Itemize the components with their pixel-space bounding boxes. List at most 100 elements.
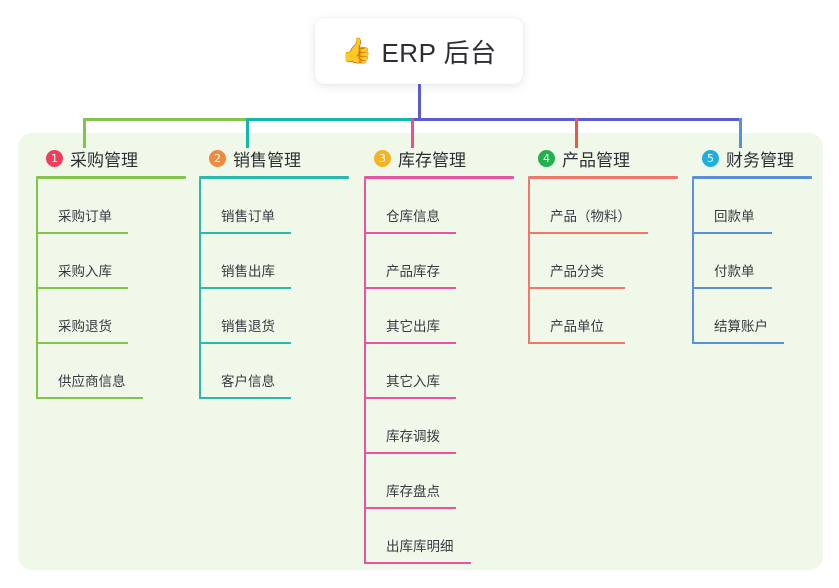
branch-drop-5 <box>739 118 742 148</box>
branch-item-label: 产品单位 <box>550 319 604 334</box>
branch-item-underline <box>36 287 128 289</box>
branch-title: 采购管理 <box>70 150 138 170</box>
branch-number-badge: 3 <box>374 149 391 167</box>
branch-spine <box>364 179 366 564</box>
trunk-segment-2 <box>246 118 414 121</box>
branch-item[interactable]: 产品单位 <box>528 289 678 344</box>
branch-item-label: 采购入库 <box>58 264 112 279</box>
branch-item-label: 库存调拨 <box>386 429 440 444</box>
branch-item-label: 销售订单 <box>221 209 275 224</box>
branch-item-underline <box>364 562 471 564</box>
branch-underline <box>36 176 186 179</box>
branch-item-label: 其它出库 <box>386 319 440 334</box>
branch-drop-3 <box>411 118 414 148</box>
branch-spine <box>528 179 530 344</box>
branch-drop-1 <box>83 118 86 148</box>
branch-item[interactable]: 其它出库 <box>364 289 514 344</box>
branch-item-underline <box>36 232 128 234</box>
branch-item[interactable]: 回款单 <box>692 179 812 234</box>
branch-number-badge: 1 <box>46 149 63 167</box>
branch-item-label: 回款单 <box>714 209 755 224</box>
branch-header-5[interactable]: 5 财务管理 <box>692 146 812 170</box>
branch-item-underline <box>692 232 772 234</box>
branch-spine <box>199 179 201 399</box>
branch-item[interactable]: 结算账户 <box>692 289 812 344</box>
branch-item-underline <box>364 397 456 399</box>
branch-spine <box>692 179 694 344</box>
branch-item-list: 销售订单销售出库销售退货客户信息 <box>199 179 349 399</box>
branch-item[interactable]: 供应商信息 <box>36 344 186 399</box>
root-node[interactable]: 👍 ERP 后台 <box>315 18 523 84</box>
branch-item-underline <box>199 287 291 289</box>
branch-item-underline <box>364 452 456 454</box>
branch-column-1: 1 采购管理采购订单采购入库采购退货供应商信息 <box>36 146 186 399</box>
branch-item[interactable]: 仓库信息 <box>364 179 514 234</box>
branch-item-underline <box>36 397 143 399</box>
branch-drop-2 <box>246 118 249 148</box>
branch-item-list: 回款单付款单结算账户 <box>692 179 812 344</box>
branch-item-list: 产品（物料） 产品分类产品单位 <box>528 179 678 344</box>
branch-title: 库存管理 <box>398 150 466 170</box>
branch-header-4[interactable]: 4 产品管理 <box>528 146 678 170</box>
trunk-segment-1 <box>83 118 249 121</box>
branch-item[interactable]: 销售订单 <box>199 179 349 234</box>
branch-item[interactable]: 采购入库 <box>36 234 186 289</box>
branch-header-3[interactable]: 3 库存管理 <box>364 146 514 170</box>
branch-item[interactable]: 其它入库 <box>364 344 514 399</box>
branch-underline <box>528 176 678 179</box>
branch-item-label: 出库库明细 <box>386 539 454 554</box>
branch-item-label: 销售出库 <box>221 264 275 279</box>
branch-item-label: 其它入库 <box>386 374 440 389</box>
branch-spine <box>36 179 38 399</box>
branch-item-underline <box>364 507 456 509</box>
branch-item[interactable]: 库存盘点 <box>364 454 514 509</box>
branch-item[interactable]: 销售退货 <box>199 289 349 344</box>
branch-item[interactable]: 采购退货 <box>36 289 186 344</box>
branch-drop-4 <box>575 118 578 148</box>
branch-column-4: 4 产品管理产品（物料） 产品分类产品单位 <box>528 146 678 344</box>
branch-header-1[interactable]: 1 采购管理 <box>36 146 186 170</box>
branch-item-label: 客户信息 <box>221 374 275 389</box>
branch-underline <box>692 176 812 179</box>
root-stem <box>418 84 421 121</box>
thumbs-up-icon: 👍 <box>341 36 373 65</box>
branch-column-3: 3 库存管理仓库信息产品库存其它出库其它入库库存调拨库存盘点出库库明细 <box>364 146 514 564</box>
branch-number-badge: 2 <box>209 149 226 167</box>
branch-item[interactable]: 出库库明细 <box>364 509 514 564</box>
branch-item[interactable]: 产品库存 <box>364 234 514 289</box>
branch-item-list: 仓库信息产品库存其它出库其它入库库存调拨库存盘点出库库明细 <box>364 179 514 564</box>
branch-item-underline <box>692 342 784 344</box>
branch-title: 产品管理 <box>562 150 630 170</box>
trunk-segment-4 <box>575 118 742 121</box>
branch-item[interactable]: 销售出库 <box>199 234 349 289</box>
branch-item[interactable]: 产品分类 <box>528 234 678 289</box>
branch-item-underline <box>199 232 291 234</box>
branch-underline <box>364 176 514 179</box>
branch-item-underline <box>528 287 625 289</box>
branch-number-badge: 4 <box>538 149 555 167</box>
branch-item-label: 采购退货 <box>58 319 112 334</box>
branch-item[interactable]: 付款单 <box>692 234 812 289</box>
diagram-panel <box>18 133 823 570</box>
branch-item[interactable]: 产品（物料） <box>528 179 678 234</box>
branch-item-underline <box>528 232 648 234</box>
branch-item-label: 产品（物料） <box>550 209 631 224</box>
branch-item-underline <box>36 342 128 344</box>
branch-item-underline <box>199 397 291 399</box>
branch-item[interactable]: 库存调拨 <box>364 399 514 454</box>
branch-title: 财务管理 <box>726 150 794 170</box>
branch-item-underline <box>199 342 291 344</box>
branch-item-label: 付款单 <box>714 264 755 279</box>
branch-item-label: 供应商信息 <box>58 374 126 389</box>
branch-item[interactable]: 采购订单 <box>36 179 186 234</box>
branch-item-label: 采购订单 <box>58 209 112 224</box>
branch-item-underline <box>528 342 625 344</box>
trunk-segment-3 <box>411 118 578 121</box>
branch-number-badge: 5 <box>702 149 719 167</box>
branch-item-underline <box>692 287 772 289</box>
branch-item-underline <box>364 232 456 234</box>
branch-item[interactable]: 客户信息 <box>199 344 349 399</box>
branch-column-5: 5 财务管理回款单付款单结算账户 <box>692 146 812 344</box>
